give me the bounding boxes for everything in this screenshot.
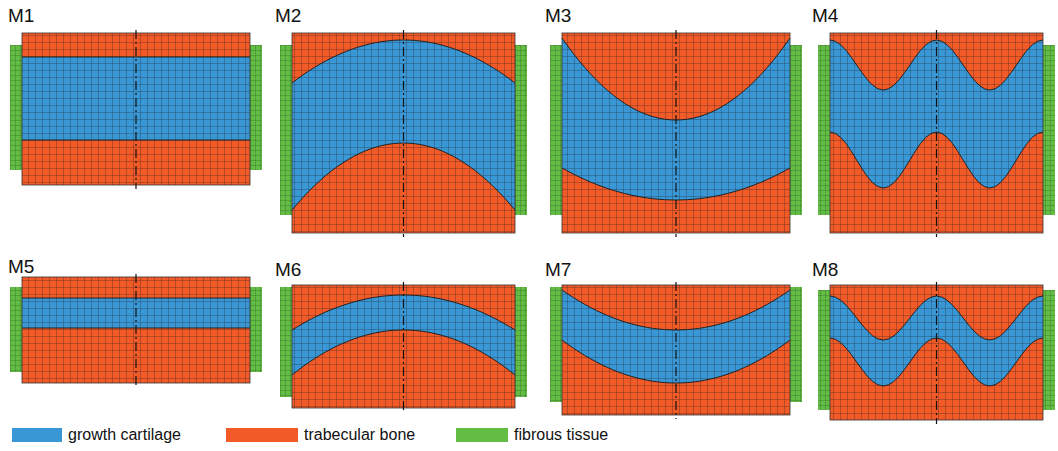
fibrous-mesh bbox=[790, 45, 802, 215]
fibrous-mesh bbox=[550, 45, 562, 215]
fibrous-mesh bbox=[818, 290, 830, 410]
panel-label: M2 bbox=[275, 6, 301, 25]
fibrous-strip bbox=[818, 290, 830, 410]
fibrous-mesh bbox=[250, 45, 262, 170]
panel-label: M4 bbox=[812, 6, 838, 25]
model-panel bbox=[10, 274, 262, 387]
fibrous-mesh bbox=[280, 287, 292, 397]
model-panel bbox=[818, 30, 1055, 237]
fibrous-strip bbox=[10, 45, 22, 170]
model-panel bbox=[10, 30, 262, 189]
fibrous-strip bbox=[818, 45, 830, 215]
fibrous-strip bbox=[790, 287, 802, 402]
fibrous-mesh bbox=[515, 45, 527, 215]
fibrous-mesh bbox=[515, 287, 527, 397]
legend-text: growth cartilage bbox=[68, 427, 181, 443]
fibrous-strip bbox=[10, 287, 22, 372]
model-panel bbox=[550, 30, 802, 237]
fibrous-mesh bbox=[10, 287, 22, 372]
symmetry-axis bbox=[675, 30, 676, 237]
model-panel bbox=[818, 282, 1055, 424]
fibrous-strip bbox=[515, 287, 527, 397]
legend-swatch bbox=[226, 428, 298, 442]
fibrous-mesh bbox=[10, 45, 22, 170]
fibrous-strip bbox=[515, 45, 527, 215]
symmetry-axis bbox=[403, 30, 404, 237]
fibrous-strip bbox=[1043, 290, 1055, 410]
fibrous-mesh bbox=[1043, 290, 1055, 410]
symmetry-axis bbox=[135, 274, 136, 387]
fibrous-mesh bbox=[250, 287, 262, 372]
symmetry-axis bbox=[936, 30, 937, 237]
symmetry-axis bbox=[403, 282, 404, 412]
panel-label: M7 bbox=[545, 260, 571, 279]
model-panel bbox=[280, 30, 527, 237]
fibrous-strip bbox=[250, 45, 262, 170]
fibrous-strip bbox=[250, 287, 262, 372]
fibrous-strip bbox=[1043, 45, 1055, 215]
panel-label: M3 bbox=[545, 6, 571, 25]
fibrous-mesh bbox=[280, 45, 292, 215]
fibrous-mesh bbox=[790, 287, 802, 402]
fibrous-mesh bbox=[550, 287, 562, 402]
fibrous-strip bbox=[790, 45, 802, 215]
legend-swatch bbox=[12, 428, 62, 442]
panel-label: M8 bbox=[812, 260, 838, 279]
fibrous-strip bbox=[550, 287, 562, 402]
panel-label: M6 bbox=[275, 260, 301, 279]
symmetry-axis bbox=[675, 282, 676, 419]
symmetry-axis bbox=[936, 282, 937, 424]
fibrous-strip bbox=[280, 45, 292, 215]
boundary-line bbox=[22, 57, 250, 58]
legend-swatch bbox=[456, 428, 508, 442]
model-panel bbox=[550, 282, 802, 419]
legend-text: fibrous tissue bbox=[514, 427, 608, 443]
fibrous-mesh bbox=[1043, 45, 1055, 215]
fibrous-mesh bbox=[818, 45, 830, 215]
model-panel bbox=[280, 282, 527, 412]
fibrous-strip bbox=[550, 45, 562, 215]
panel-label: M1 bbox=[8, 6, 34, 25]
fibrous-strip bbox=[280, 287, 292, 397]
symmetry-axis bbox=[135, 30, 136, 189]
legend-text: trabecular bone bbox=[304, 427, 415, 443]
panel-label: M5 bbox=[8, 257, 34, 276]
